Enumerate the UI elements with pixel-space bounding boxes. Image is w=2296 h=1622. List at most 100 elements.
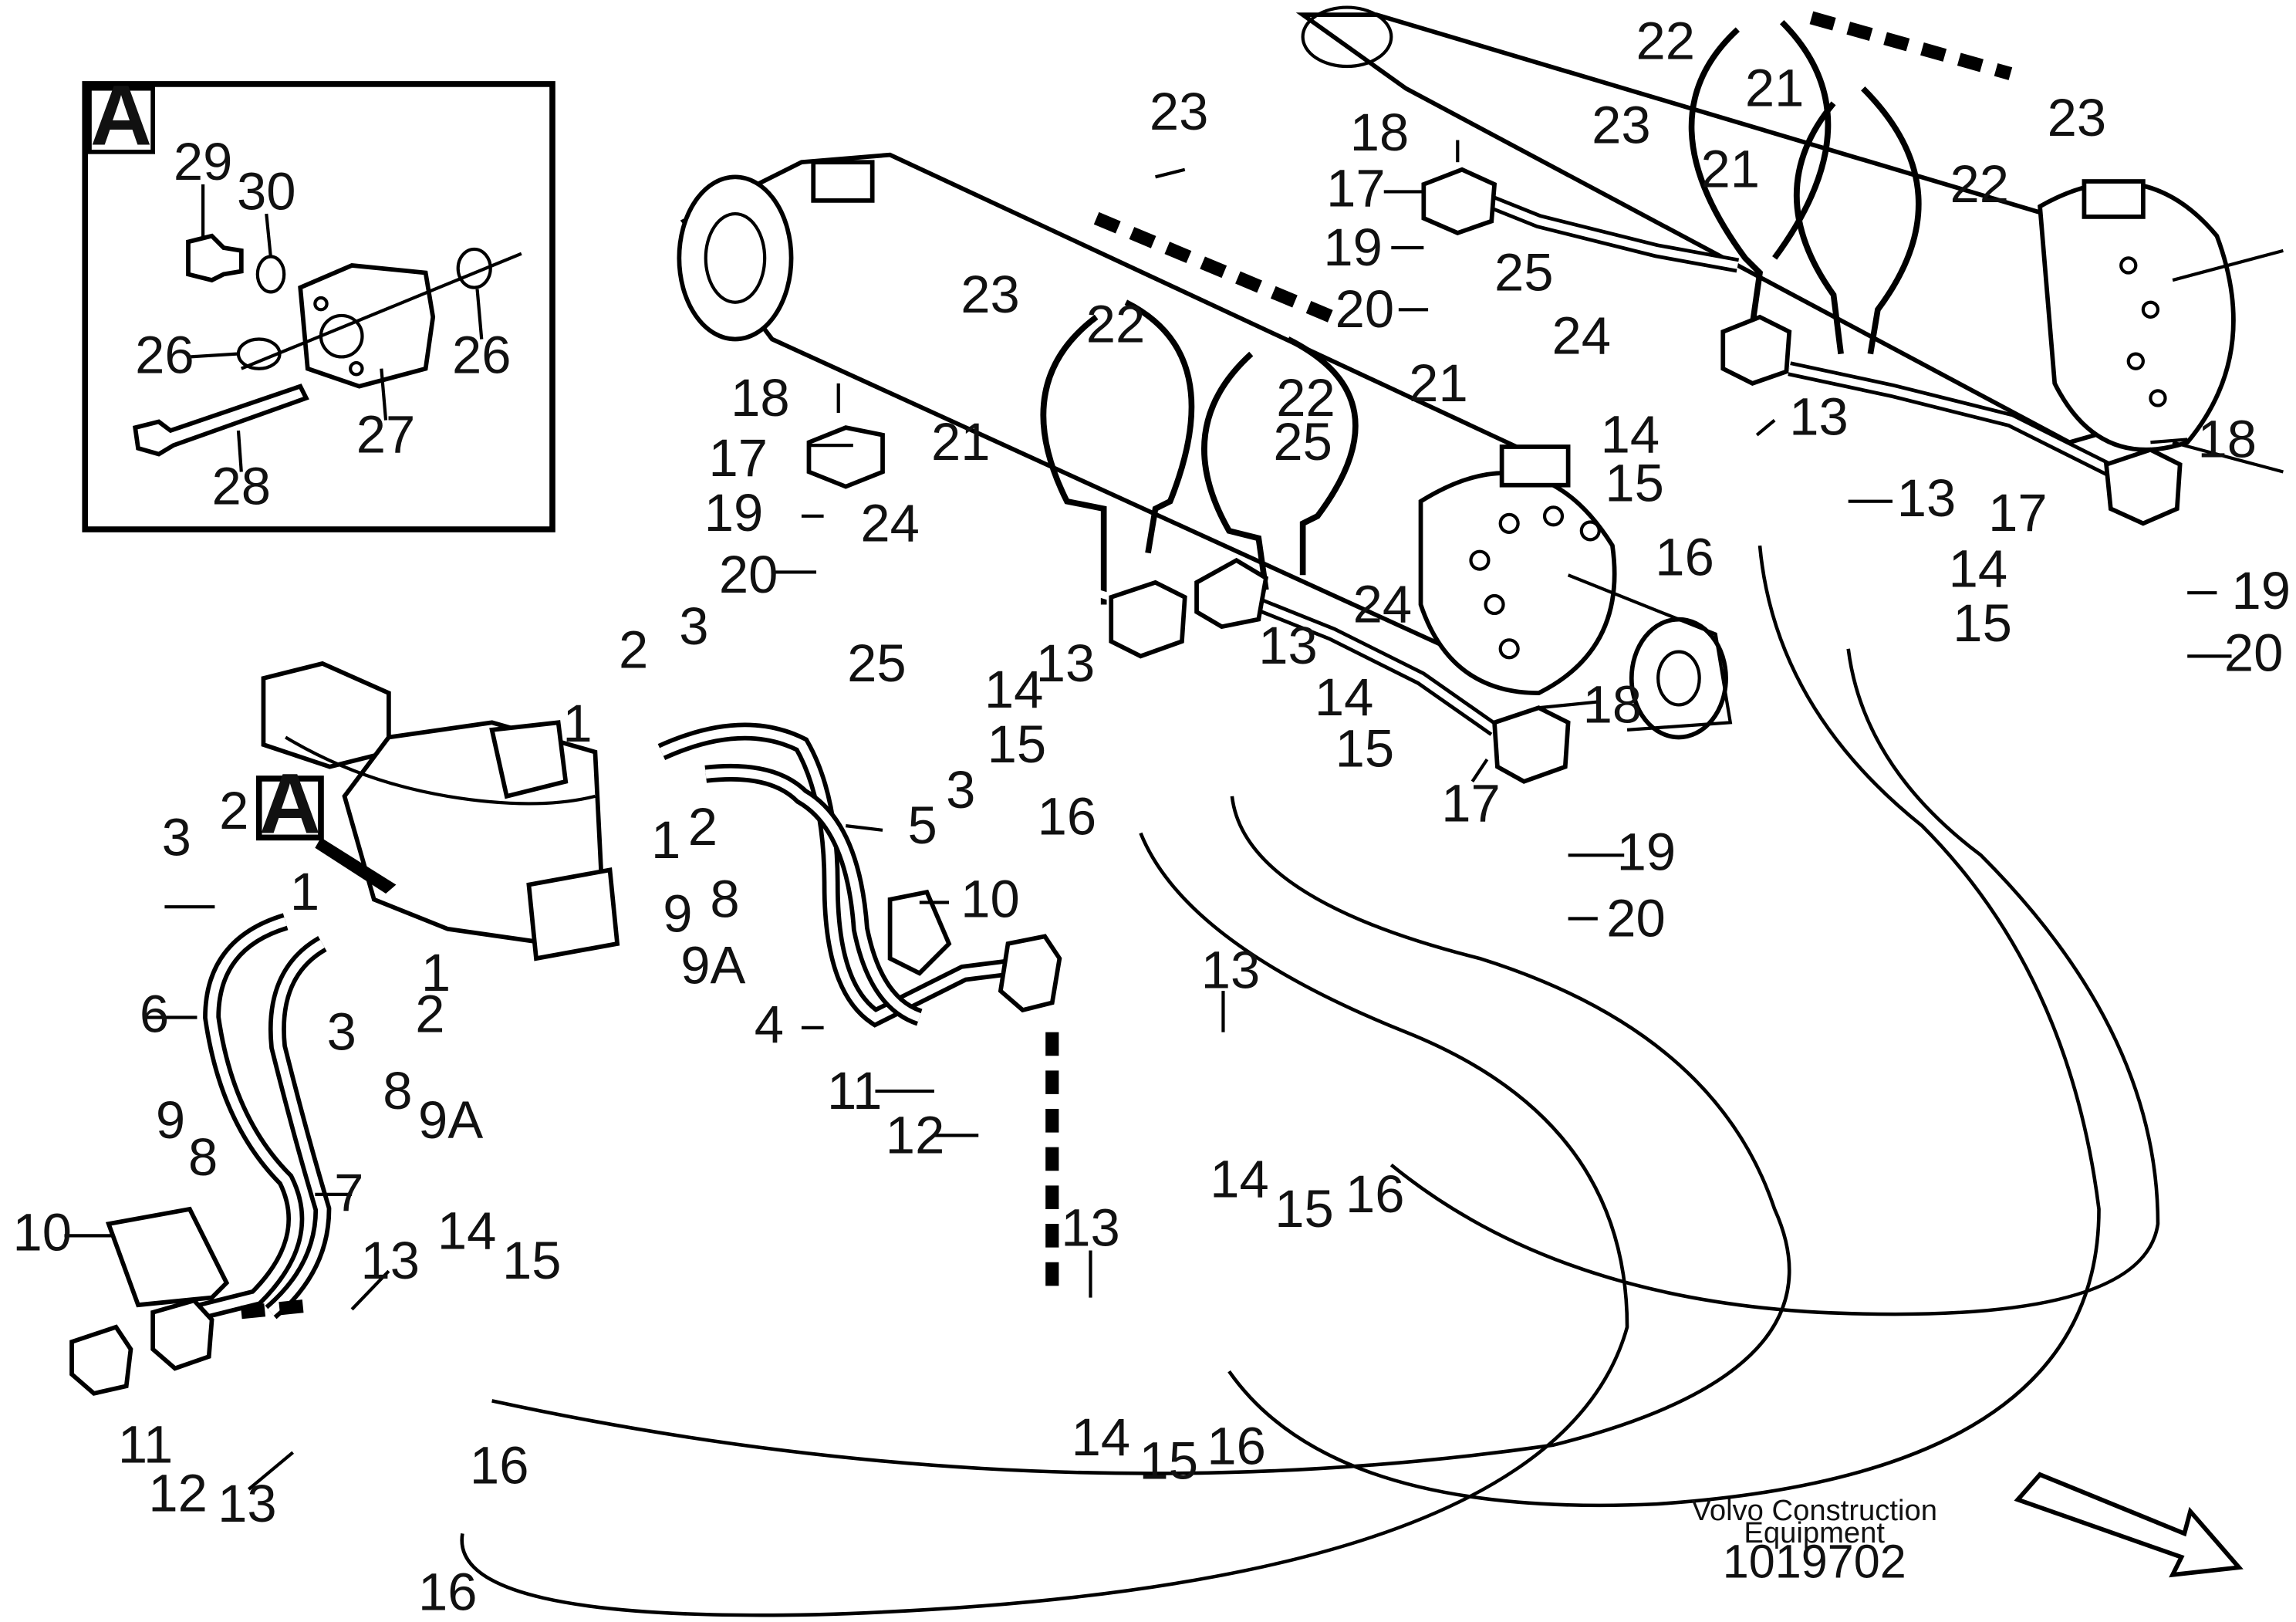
label-29: 29: [174, 132, 233, 191]
label-23: 23: [1592, 95, 1651, 154]
label-13: 13: [361, 1231, 420, 1290]
label-15: 15: [1275, 1179, 1334, 1238]
label-17: 17: [1988, 483, 2048, 542]
footer: Volvo Construction Equipment 1019702: [1691, 1494, 1937, 1588]
label-15: 15: [988, 715, 1047, 774]
label-12: 12: [148, 1464, 208, 1523]
label-26b: 26: [452, 325, 512, 384]
label-30: 30: [237, 161, 296, 221]
label-16: 16: [1346, 1164, 1405, 1224]
supply-pipes: [69, 722, 1062, 1396]
label-11: 11: [827, 1061, 882, 1120]
dashed-links: [240, 11, 2013, 1320]
label-15: 15: [502, 1231, 562, 1290]
label-18: 18: [1583, 674, 1643, 734]
label-15: 15: [1139, 1431, 1198, 1491]
label-2: 2: [415, 985, 444, 1044]
label-22: 22: [1950, 154, 2009, 214]
label-10: 10: [13, 1202, 73, 1262]
label-19: 19: [704, 483, 764, 542]
label-1: 1: [651, 810, 680, 870]
label-2: 2: [619, 620, 648, 680]
label-14: 14: [1949, 539, 2008, 599]
detail-box-letter: A: [90, 68, 152, 163]
label-5: 5: [907, 796, 937, 855]
label-14: 14: [984, 660, 1044, 719]
label-15: 15: [1335, 719, 1395, 779]
label-13: 13: [1036, 634, 1096, 693]
label-26a: 26: [135, 325, 194, 384]
label-8: 8: [383, 1061, 412, 1120]
label-13: 13: [218, 1474, 277, 1533]
label-6: 6: [140, 985, 169, 1044]
valve-block: [261, 661, 620, 961]
label-22: 22: [1276, 368, 1335, 427]
label-16: 16: [470, 1435, 529, 1495]
label-3: 3: [327, 1002, 356, 1062]
label-16: 16: [1038, 787, 1097, 846]
label-3: 3: [679, 596, 708, 656]
label-18: 18: [1350, 103, 1410, 162]
label-27: 27: [356, 405, 416, 465]
flange-block: [298, 263, 436, 389]
label-9: 9: [663, 884, 692, 944]
label-17: 17: [709, 428, 768, 488]
label-19: 19: [1323, 218, 1383, 277]
label-12: 12: [886, 1105, 945, 1164]
label-18: 18: [731, 368, 790, 427]
leader-lines: [64, 140, 2232, 1491]
label-24: 24: [860, 493, 920, 552]
label-2: 2: [219, 781, 248, 840]
label-18: 18: [2198, 409, 2257, 468]
left-cylinder: [677, 152, 1733, 740]
label-21: 21: [1745, 59, 1805, 118]
label-23: 23: [961, 265, 1020, 324]
label-11: 11: [118, 1415, 173, 1475]
label-13: 13: [1201, 940, 1261, 999]
label-9: 9: [156, 1090, 185, 1150]
label-21: 21: [1409, 353, 1468, 413]
label-15: 15: [1953, 593, 2012, 653]
label-22: 22: [1636, 11, 1695, 70]
steel-pipes: [806, 167, 2183, 784]
label-8: 8: [188, 1127, 218, 1187]
label-21: 21: [931, 412, 991, 471]
maker-name: Volvo Construction: [1691, 1494, 1937, 1527]
label-16: 16: [1655, 527, 1714, 586]
label-9A: 9A: [680, 936, 745, 995]
label-14: 14: [1072, 1407, 1131, 1467]
label-13: 13: [1258, 616, 1318, 675]
direction-arrow: [2014, 1472, 2244, 1578]
label-14: 14: [1601, 405, 1660, 465]
callout-labels: 1 1 1 1 2 2 2 2 3 3 3 3 4 5 6 7 8 8 8 9 …: [13, 11, 2291, 1621]
label-23: 23: [1150, 82, 1209, 141]
label-4: 4: [755, 995, 784, 1054]
label-3: 3: [946, 760, 975, 819]
maker-name-line2: Equipment: [1744, 1516, 1885, 1549]
label-25: 25: [1273, 412, 1332, 471]
label-19: 19: [2231, 561, 2291, 620]
flexible-hoses: [460, 545, 2160, 1617]
right-cylinder: [1295, 5, 2284, 474]
label-15: 15: [1605, 454, 1664, 513]
view-marker-a: A: [255, 757, 397, 894]
label-25: 25: [1494, 242, 1554, 302]
label-14: 14: [437, 1201, 497, 1261]
label-14: 14: [1210, 1150, 1269, 1209]
label-3: 3: [162, 807, 191, 867]
label-10: 10: [961, 870, 1020, 929]
label-1: 1: [421, 943, 451, 1002]
label-20: 20: [1606, 888, 1666, 948]
label-8: 8: [710, 870, 739, 929]
label-20: 20: [719, 545, 778, 604]
label-16: 16: [418, 1563, 478, 1622]
label-1: 1: [290, 862, 319, 921]
clamps: [1040, 19, 1922, 605]
label-1: 1: [562, 694, 592, 753]
label-21: 21: [1701, 140, 1761, 199]
label-17: 17: [1441, 773, 1501, 833]
label-23: 23: [2048, 88, 2107, 147]
figure-number: 1019702: [1723, 1536, 1906, 1588]
